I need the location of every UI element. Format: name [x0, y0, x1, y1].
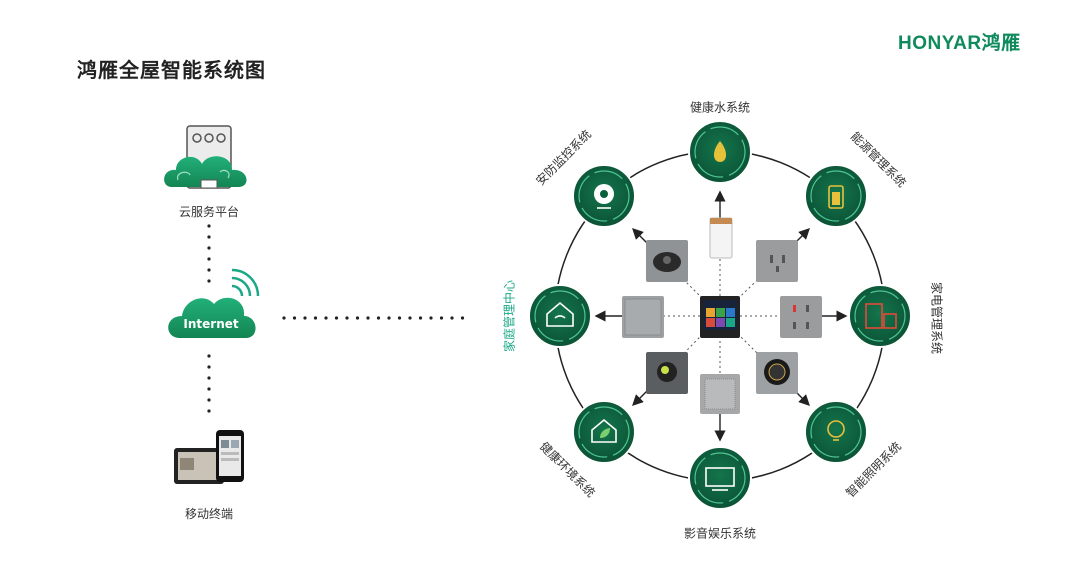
- health-water-disc: [688, 120, 752, 184]
- mobile-terminal-label: 移动终端: [184, 507, 233, 521]
- device-water-purifier: [709, 217, 733, 259]
- internet-label: Internet: [183, 317, 239, 331]
- camera-icon: [594, 184, 614, 209]
- home-wifi-icon: [546, 301, 574, 327]
- device-switch-left: [622, 296, 664, 338]
- security-monitor-disc: [572, 164, 636, 228]
- dotted-link-internet-hub: [282, 316, 465, 320]
- leaf-house-icon: [591, 418, 617, 443]
- brand-name: HONYAR: [898, 33, 982, 54]
- device-sensor-bottom-left: [646, 352, 688, 394]
- tv-icon: [705, 467, 735, 491]
- home-center-disc: [528, 284, 592, 348]
- entertainment-label: 影音娱乐系统: [684, 526, 756, 541]
- device-security-camera: [646, 240, 688, 282]
- light-bulb-icon: [827, 420, 845, 441]
- energy-management-disc: [804, 164, 868, 228]
- page-title: 鸿雁全屋智能系统图: [77, 58, 266, 82]
- health-water-label: 健康水系统: [690, 100, 750, 115]
- health-environment-disc: [572, 400, 636, 464]
- internet-cloud-icon: [168, 268, 260, 338]
- device-socket-right: [780, 296, 822, 338]
- brand-logo: HONYAR鸿雁: [898, 28, 1021, 55]
- water-drop-icon: [713, 141, 727, 162]
- appliance-icon: [865, 303, 897, 329]
- device-hub-panel: [700, 296, 740, 338]
- appliance-management-disc: [848, 284, 912, 348]
- device-thermostat-bottom-right: [756, 352, 798, 394]
- smart-lighting-disc: [804, 400, 868, 464]
- device-socket-top-right: [756, 240, 798, 282]
- cloud-server-icon: [164, 125, 247, 189]
- entertainment-disc: [688, 446, 752, 510]
- appliance-management-label: 家电管理系统: [930, 282, 945, 354]
- dotted-link-internet-mobile: [207, 354, 211, 413]
- cloud-platform-label: 云服务平台: [178, 205, 239, 219]
- device-speaker-bottom: [700, 374, 740, 414]
- dotted-link-cloud-internet: [207, 224, 211, 283]
- battery-icon: [828, 185, 844, 209]
- brand-cn: 鸿雁: [981, 33, 1021, 54]
- home-center-label: 家庭管理中心: [502, 280, 517, 352]
- mobile-devices-icon: [174, 430, 244, 484]
